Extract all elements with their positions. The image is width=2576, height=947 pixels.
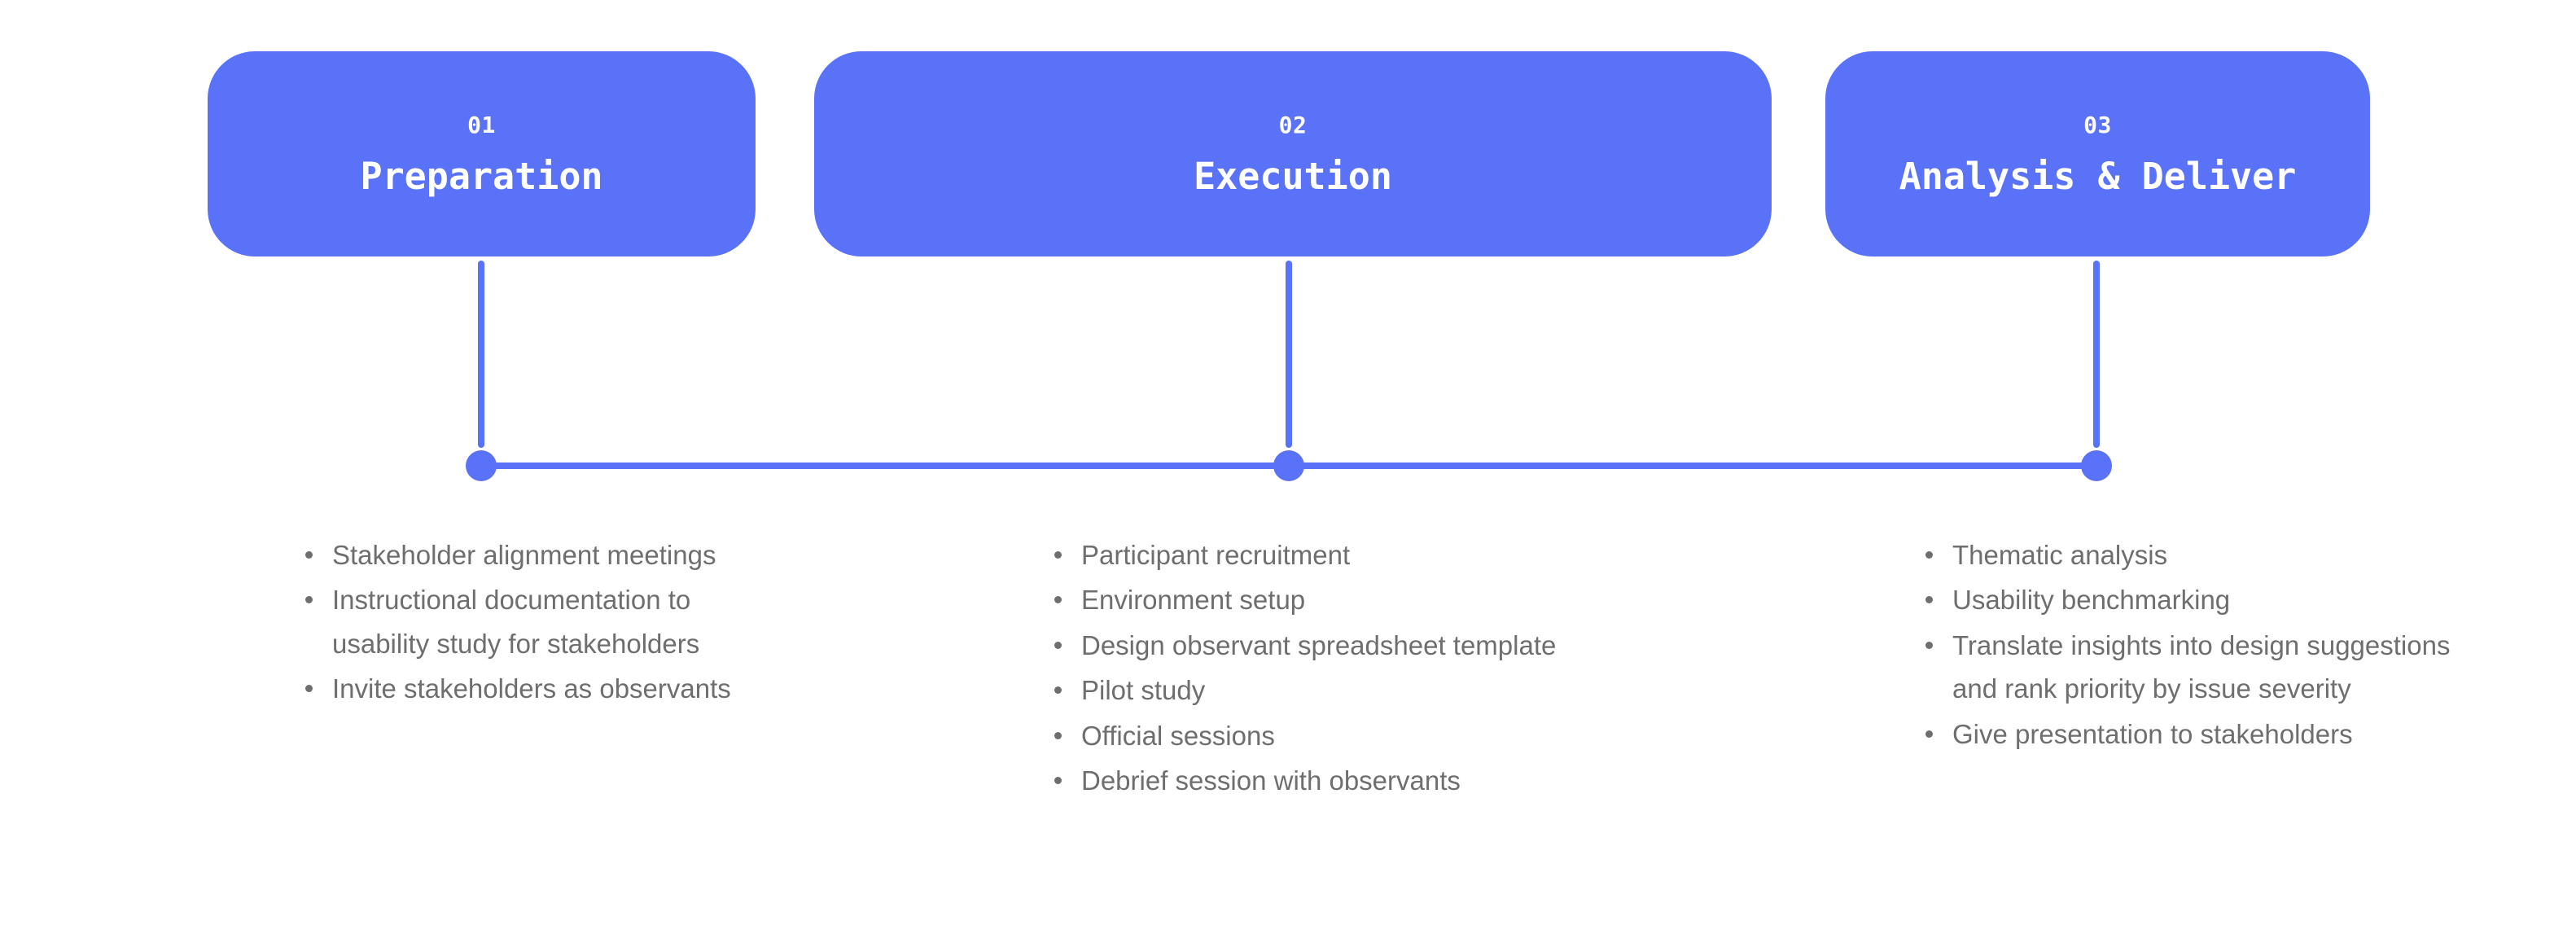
phase-title: Execution [1194, 154, 1392, 198]
timeline-dot-phase-2[interactable] [1273, 450, 1304, 481]
task-list: Thematic analysis Usability benchmarking… [1913, 533, 2483, 756]
connector-line-phase-2 [1286, 261, 1292, 448]
phase-card-execution[interactable]: 02 Execution [814, 51, 1772, 256]
task-column-preparation: Stakeholder alignment meetings Instructi… [293, 533, 749, 712]
list-item: Official sessions [1042, 714, 1612, 757]
list-item: Environment setup [1042, 578, 1612, 621]
list-item: Participant recruitment [1042, 533, 1612, 577]
phase-number: 02 [1278, 111, 1308, 138]
task-list: Participant recruitment Environment setu… [1042, 533, 1612, 803]
list-item: Debrief session with observants [1042, 759, 1612, 802]
list-item: Usability benchmarking [1913, 578, 2483, 621]
list-item: Instructional documentation to usability… [293, 578, 749, 665]
phase-number: 01 [467, 111, 496, 138]
list-item: Stakeholder alignment meetings [293, 533, 749, 577]
phase-title: Analysis & Deliver [1899, 154, 2297, 198]
list-item: Design observant spreadsheet template [1042, 624, 1612, 667]
timeline-dot-phase-1[interactable] [466, 450, 497, 481]
list-item: Pilot study [1042, 669, 1612, 712]
task-column-analysis-and-deliver: Thematic analysis Usability benchmarking… [1913, 533, 2483, 757]
connector-line-phase-3 [2093, 261, 2100, 448]
list-item: Invite stakeholders as observants [293, 667, 749, 710]
task-column-execution: Participant recruitment Environment setu… [1042, 533, 1612, 805]
list-item: Thematic analysis [1913, 533, 2483, 577]
phase-title: Preparation [360, 154, 603, 198]
timeline-dot-phase-3[interactable] [2081, 450, 2112, 481]
phase-number: 03 [2083, 111, 2112, 138]
list-item: Translate insights into design suggestio… [1913, 624, 2483, 711]
phase-card-analysis-and-deliver[interactable]: 03 Analysis & Deliver [1825, 51, 2370, 256]
phase-card-preparation[interactable]: 01 Preparation [208, 51, 756, 256]
task-list: Stakeholder alignment meetings Instructi… [293, 533, 749, 711]
connector-line-phase-1 [478, 261, 484, 448]
list-item: Give presentation to stakeholders [1913, 712, 2483, 756]
